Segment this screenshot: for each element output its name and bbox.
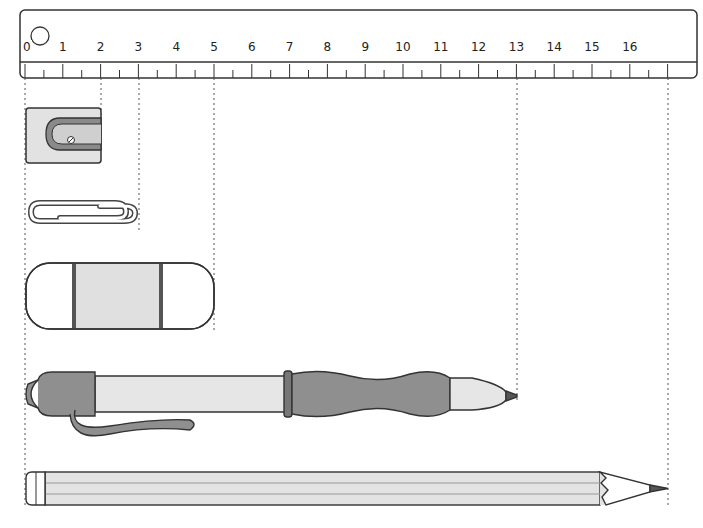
ruler-number: 12 [470, 40, 487, 54]
ruler-tick [308, 70, 309, 78]
ruler-tick [440, 64, 441, 78]
eraser-body [26, 263, 214, 329]
eraser-sleeve-edge [72, 264, 76, 328]
ruler-hole [31, 27, 49, 45]
ruler-number: 1 [58, 40, 68, 54]
ruler-number: 5 [209, 40, 219, 54]
pencil-body [45, 472, 600, 505]
ruler-tick [648, 70, 649, 78]
ruler-number: 8 [323, 40, 333, 54]
ruler-tick [384, 70, 385, 78]
ruler-number: 3 [134, 40, 144, 54]
ruler-tick [25, 64, 26, 78]
ruler-tick [478, 64, 479, 78]
ruler-tick [251, 64, 252, 78]
ruler-tick [289, 64, 290, 78]
ruler-tick [459, 70, 460, 78]
ruler-tick [270, 70, 271, 78]
ruler-tick [573, 70, 574, 78]
pen-tip [506, 391, 517, 401]
ruler-tick [62, 64, 63, 78]
ruler-tick [138, 64, 139, 78]
ruler-tick [516, 64, 517, 78]
pen-barrel [95, 376, 285, 412]
sharpener-body [26, 108, 101, 163]
ruler-body [20, 10, 697, 78]
ruler-number: 13 [508, 40, 525, 54]
ruler-scale-line [20, 61, 697, 63]
ruler-number: 0 [22, 40, 32, 54]
pen-cap-end [26, 372, 95, 416]
ruler-tick [421, 70, 422, 78]
ruler-tick [100, 64, 101, 78]
sharpener-screw [68, 137, 75, 144]
ruler-tick [327, 64, 328, 78]
ruler-number: 10 [394, 40, 411, 54]
sharpener-blade [46, 118, 101, 150]
pen-ring [284, 371, 292, 417]
pencil-lead [650, 485, 668, 492]
pencil-facet [45, 494, 600, 495]
pencil-end [26, 472, 45, 505]
pencil-wood [600, 472, 650, 505]
guide-lines [25, 78, 668, 505]
paper-clip-wire-inner [31, 203, 135, 221]
ruler-number: 4 [171, 40, 181, 54]
pencil-end-band [36, 472, 37, 505]
guide-line [517, 78, 518, 400]
ruler-number: 11 [432, 40, 449, 54]
eraser-sleeve [74, 264, 162, 328]
ruler-tick [81, 70, 82, 78]
guide-line [139, 78, 140, 232]
ruler-tick [497, 70, 498, 78]
ruler-tick [43, 70, 44, 78]
sharpener [26, 108, 101, 163]
ruler-ticks [25, 64, 668, 78]
ruler-tick [610, 70, 611, 78]
eraser-sleeve-edge [159, 264, 163, 328]
ruler-tick [232, 70, 233, 78]
pen [26, 371, 517, 436]
ruler-tick [119, 70, 120, 78]
ruler-tick [365, 64, 366, 78]
eraser-outline [26, 263, 214, 329]
pen-cone [450, 378, 506, 410]
ruler-tick [214, 64, 215, 78]
paper-clip-wire [31, 203, 135, 221]
ruler-tick [554, 64, 555, 78]
paper-clip [31, 203, 135, 221]
ruler-tick [629, 64, 630, 78]
pencil [26, 472, 668, 505]
sharpener-screw-slot [69, 138, 73, 142]
ruler-number: 16 [621, 40, 638, 54]
ruler-tick [403, 64, 404, 78]
ruler-tick [592, 64, 593, 78]
sharpener-blade-edge [52, 124, 101, 144]
guide-line [668, 78, 669, 505]
ruler-number: 7 [285, 40, 295, 54]
pen-grip [292, 371, 450, 416]
ruler-tick [535, 70, 536, 78]
ruler-tick [157, 70, 158, 78]
eraser [26, 263, 214, 329]
ruler-tick [176, 64, 177, 78]
ruler-tick [667, 64, 668, 78]
ruler-number: 14 [546, 40, 563, 54]
ruler-number: 15 [583, 40, 600, 54]
ruler-tick [195, 70, 196, 78]
ruler-number: 9 [360, 40, 370, 54]
pen-button [31, 380, 38, 408]
pencil-facet [45, 483, 600, 484]
ruler-number: 2 [96, 40, 106, 54]
ruler-number: 6 [247, 40, 257, 54]
pen-clip [70, 410, 194, 436]
ruler-tick [346, 70, 347, 78]
